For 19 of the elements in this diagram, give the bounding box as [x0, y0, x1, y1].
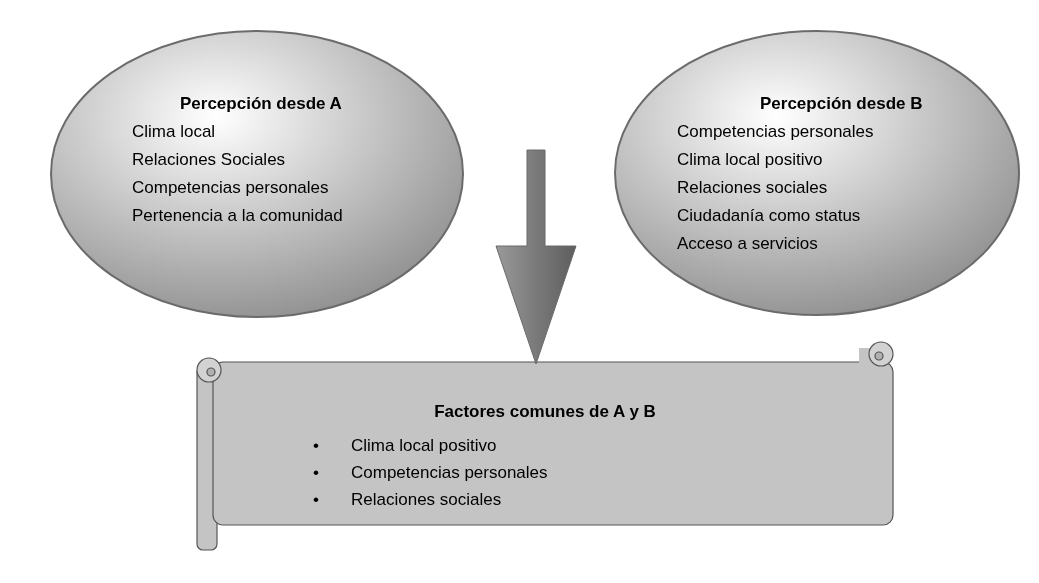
list-item: Competencias personales — [677, 121, 875, 143]
list-item: Clima local — [132, 121, 217, 143]
heading: Percepción desde B — [760, 93, 923, 115]
list-item: Relaciones Sociales — [132, 149, 287, 171]
list-item: Acceso a servicios — [677, 233, 819, 255]
list-item: Competencias personales — [351, 462, 549, 484]
list-item: Clima local positivo — [351, 435, 498, 457]
list-item: Pertenencia a la comunidad — [132, 205, 344, 227]
list-item: Clima local positivo — [677, 149, 824, 171]
list-item: Competencias personales — [132, 177, 330, 199]
bullet: • — [313, 435, 319, 457]
list-item: Relaciones sociales — [351, 489, 503, 511]
heading: Percepción desde A — [180, 93, 342, 115]
down-arrow — [495, 149, 577, 365]
list-item: Ciudadanía como status — [677, 205, 862, 227]
list-item: Relaciones sociales — [677, 177, 829, 199]
bullet: • — [313, 489, 319, 511]
bullet: • — [313, 462, 319, 484]
heading: Factores comunes de A y B — [433, 401, 657, 423]
